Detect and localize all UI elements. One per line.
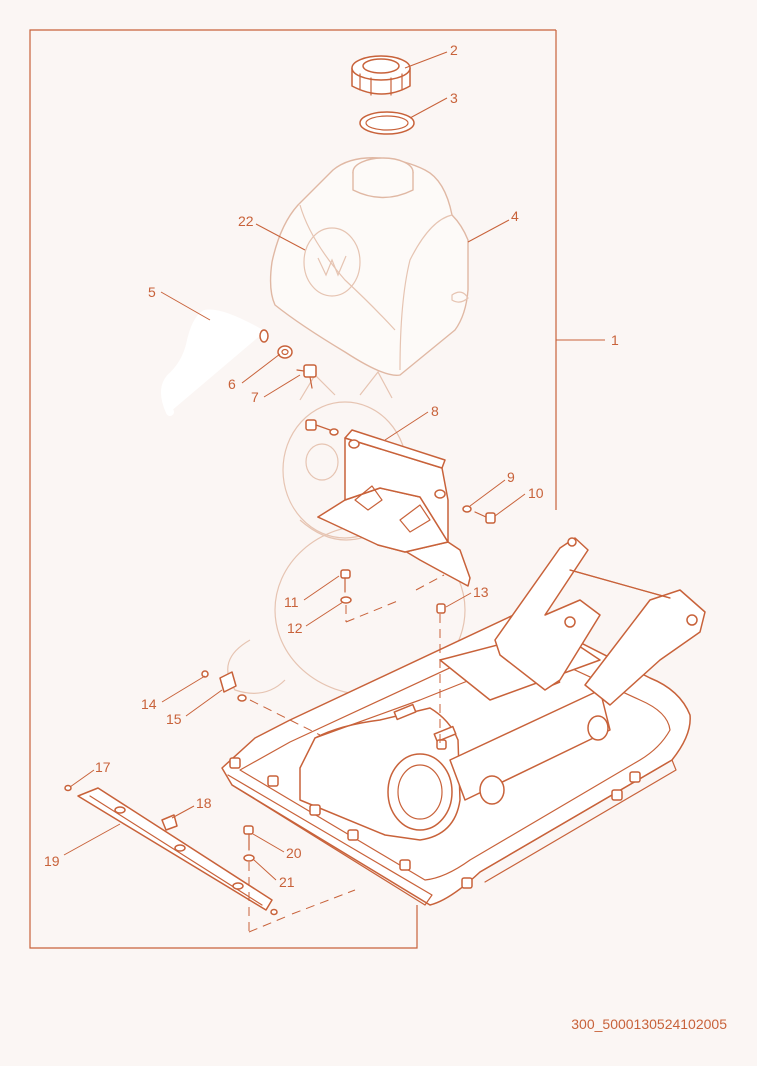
bolt-20 [243, 825, 254, 851]
fuel-valve [296, 364, 317, 389]
callout-3: 3 [450, 90, 458, 106]
callout-17: 17 [95, 759, 111, 775]
callout-22: 22 [238, 213, 254, 229]
callout-20: 20 [286, 845, 302, 861]
nut-13 [436, 603, 446, 614]
fuel-hose [161, 309, 269, 416]
callout-12: 12 [287, 620, 303, 636]
callout-15: 15 [166, 711, 182, 727]
callout-9: 9 [507, 469, 515, 485]
reference-code: 300_5000130524102005 [571, 1016, 727, 1032]
bolt-11 [340, 569, 351, 593]
rail-bar [77, 787, 273, 911]
callout-19: 19 [44, 853, 60, 869]
fitting-end [270, 908, 278, 916]
fuel-cap [351, 55, 411, 96]
callout-2: 2 [450, 42, 458, 58]
fuel-tank [269, 157, 469, 376]
callout-10: 10 [528, 485, 544, 501]
bracket-bolt-upper [305, 419, 339, 436]
washer-21 [243, 854, 255, 862]
tank-bracket [317, 429, 471, 587]
callout-1: 1 [611, 332, 619, 348]
callout-4: 4 [511, 208, 519, 224]
callout-5: 5 [148, 284, 156, 300]
callout-21: 21 [279, 874, 295, 890]
guide-handle [494, 537, 706, 706]
callout-13: 13 [473, 584, 489, 600]
bolt-10 [474, 511, 496, 524]
leader-lines [63, 51, 605, 881]
washer-9 [462, 505, 472, 513]
fitting-18 [161, 814, 178, 831]
alignment-lines [248, 574, 445, 933]
washer-12 [340, 596, 352, 604]
callout-8: 8 [431, 403, 439, 419]
callout-labels: 2 3 4 22 5 1 6 7 8 9 10 11 13 12 14 15 1… [44, 42, 619, 890]
callout-18: 18 [196, 795, 212, 811]
fitting-14 [201, 670, 237, 693]
callout-14: 14 [141, 696, 157, 712]
hose-clamp [277, 345, 293, 359]
callout-11: 11 [284, 594, 299, 610]
cap-gasket [359, 111, 415, 135]
assembly-frame [29, 29, 557, 949]
callout-7: 7 [251, 389, 259, 405]
fitting-17 [64, 784, 72, 792]
callout-6: 6 [228, 376, 236, 392]
fitting-15 [237, 694, 247, 702]
